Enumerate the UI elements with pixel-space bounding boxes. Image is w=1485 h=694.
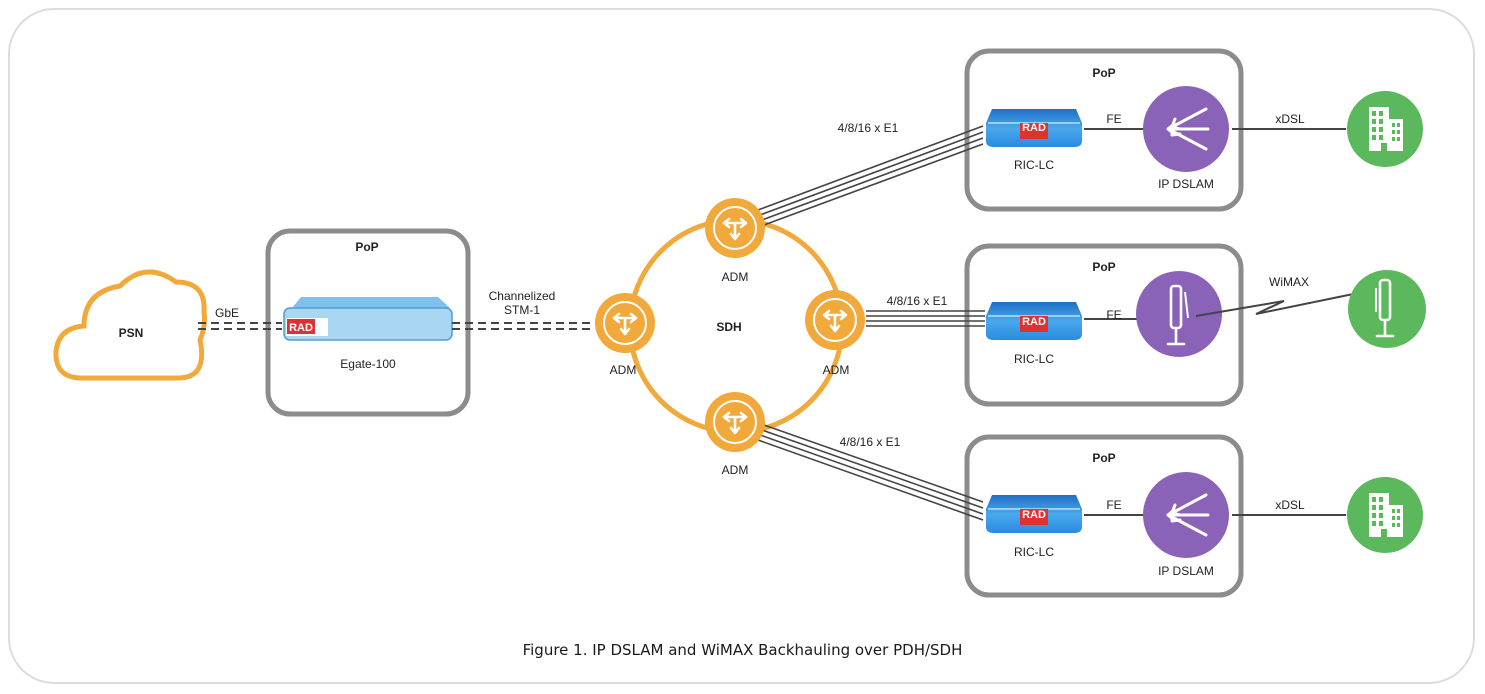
ric-lc-label: RIC-LC [1014,545,1054,559]
ip-dslam-label: IP DSLAM [1158,564,1214,578]
rad-logo-label: RAD [1022,509,1046,521]
adm-node-icon [703,390,767,454]
pop-box-middle [964,243,1244,407]
egate-label: Egate-100 [340,357,396,371]
wimax-base-station-icon [1136,271,1222,357]
adm-label: ADM [823,363,850,377]
e1-bundle-top [757,125,984,226]
ric-lc-label: RIC-LC [1014,352,1054,366]
ric-lc-label: RIC-LC [1014,158,1054,172]
adm-node-icon [703,196,767,260]
e1-label-middle: 4/8/16 x E1 [887,294,948,308]
xdsl-label-bottom: xDSL [1275,498,1305,512]
fe-label-middle: FE [1106,308,1121,322]
rad-logo-label: RAD [289,322,313,334]
e1-label-bottom: 4/8/16 x E1 [840,435,901,449]
antenna-icon [1348,270,1426,348]
adm-label: ADM [610,363,637,377]
e1-bundle-middle [866,310,985,327]
dslam-router-icon [1141,84,1231,174]
egate-device-icon [283,297,453,341]
sdh-label: SDH [716,320,741,334]
adm-label: ADM [722,270,749,284]
wimax-label: WiMAX [1269,275,1309,289]
psn-label: PSN [119,326,144,340]
pop-label: PoP [1092,260,1115,274]
adm-node-icon [593,291,657,355]
wimax-link [1195,291,1364,317]
building-icon [1347,477,1423,553]
rad-logo-label: RAD [1022,122,1046,134]
adm-label: ADM [722,463,749,477]
ip-dslam-label: IP DSLAM [1158,177,1214,191]
figure-frame [8,8,1475,684]
pop-label: PoP [355,240,378,254]
pop-label: PoP [1092,66,1115,80]
fe-label-bottom: FE [1106,498,1121,512]
channelized-label: Channelized [489,289,556,303]
stm1-link [452,322,592,330]
cloud-icon [53,269,207,381]
fe-label-top: FE [1106,112,1121,126]
figure-caption: Figure 1. IP DSLAM and WiMAX Backhauling… [522,641,963,659]
e1-label-top: 4/8/16 x E1 [838,121,899,135]
e1-bundle-bottom [757,424,984,521]
dslam-router-icon [1141,470,1231,560]
building-icon [1347,91,1423,167]
xdsl-label-top: xDSL [1275,112,1305,126]
stm1-label: STM-1 [504,303,540,317]
gbe-label: GbE [215,306,239,320]
pop-label: PoP [1092,451,1115,465]
adm-node-icon [803,288,867,352]
gbe-link [198,322,282,330]
rad-logo-label: RAD [1022,316,1046,328]
